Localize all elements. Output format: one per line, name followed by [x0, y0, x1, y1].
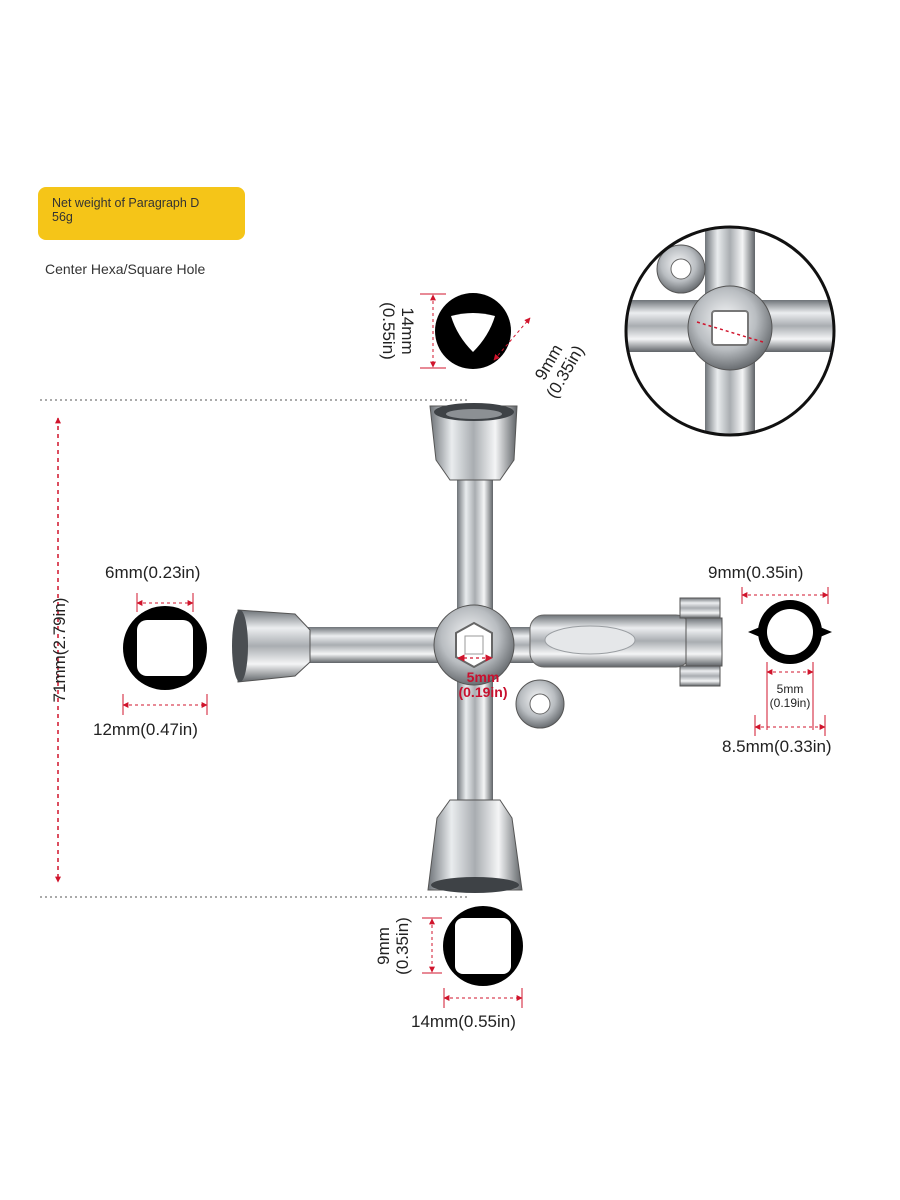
center-hole-mm: 5mm: [466, 669, 500, 685]
center-hole-label: 5mm (0.19in): [438, 670, 528, 700]
right-top-label: 9mm(0.35in): [708, 563, 804, 582]
overall-length-label: 71mm(2.79in): [50, 597, 69, 703]
left-inner-label: 6mm(0.23in): [105, 563, 201, 582]
badge-line-1: Net weight of Paragraph D: [52, 196, 200, 210]
bottom-outer-label: 14mm(0.55in): [411, 1012, 516, 1031]
center-hole-in: (0.19in): [458, 684, 508, 700]
triangle-height-in: (0.55in): [379, 302, 398, 360]
weight-badge: Net weight of Paragraph D 56g: [38, 187, 245, 240]
left-outer-label: 12mm(0.47in): [93, 720, 198, 739]
triangle-height-mm: 14mm: [398, 307, 417, 355]
square-socket-icon-bottom: [443, 906, 523, 986]
right-outer-label: 8.5mm(0.33in): [722, 737, 832, 756]
bottom-inner-label: 9mm (0.35in): [374, 901, 412, 991]
zoom-detail-icon: [624, 225, 836, 437]
keyed-socket-icon: [748, 600, 832, 664]
bottom-inner-in: (0.35in): [393, 917, 412, 975]
badge-line-2: 56g: [52, 210, 73, 224]
right-inner-in: (0.19in): [769, 696, 811, 710]
triangle-height-label: 14mm (0.55in): [379, 286, 417, 376]
bottom-inner-mm: 9mm: [374, 927, 393, 965]
square-socket-icon-left: [123, 606, 207, 690]
triangle-socket-icon: [435, 293, 511, 369]
right-inner-mm: 5mm: [776, 682, 804, 696]
cross-key-tool-icon: [232, 403, 723, 893]
subtitle: Center Hexa/Square Hole: [45, 261, 206, 277]
right-inner-label: 5mm (0.19in): [757, 682, 823, 710]
